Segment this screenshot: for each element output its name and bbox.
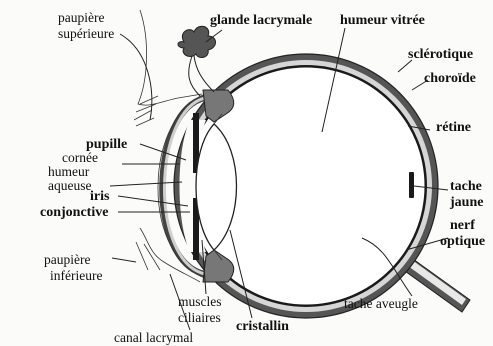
label-choroide: choroïde — [424, 71, 476, 86]
fovea — [409, 172, 414, 198]
label-pupille: pupille — [86, 137, 127, 152]
label-humeur-vitree: humeur vitrée — [340, 13, 425, 28]
label-tache-jaune-2: jaune — [449, 195, 483, 210]
upper-eyelid — [138, 10, 202, 105]
label-iris: iris — [90, 189, 110, 204]
label-humeur-aqueuse-1: humeur — [48, 164, 90, 179]
label-nerf-optique-2: optique — [440, 234, 485, 249]
label-paupiere-superieure-1: paupière — [58, 10, 104, 25]
label-cornee: cornée — [62, 150, 98, 165]
lacrimal-gland-shape — [178, 26, 216, 96]
label-retine: rétine — [436, 120, 471, 135]
label-canal-lacrymal: canal lacrymal — [114, 330, 193, 345]
label-cristallin: cristallin — [236, 319, 289, 334]
label-conjonctive: conjonctive — [40, 205, 108, 220]
label-muscles-ciliaires-2: ciliaires — [178, 310, 221, 325]
label-paupiere-inferieure-1: paupière — [44, 252, 90, 267]
label-paupiere-superieure-2: supérieure — [58, 26, 114, 41]
label-glande-lacrymale: glande lacrymale — [210, 13, 312, 28]
label-sclerotique: sclérotique — [408, 47, 473, 62]
label-nerf-optique-1: nerf — [450, 218, 475, 233]
label-tache-jaune-1: tache — [450, 179, 482, 194]
label-paupiere-inferieure-2: inférieure — [50, 268, 102, 283]
label-humeur-aqueuse-2: aqueuse — [48, 178, 91, 193]
label-tache-aveugle: tache aveugle — [344, 296, 418, 311]
label-muscles-ciliaires-1: muscles — [178, 294, 222, 309]
